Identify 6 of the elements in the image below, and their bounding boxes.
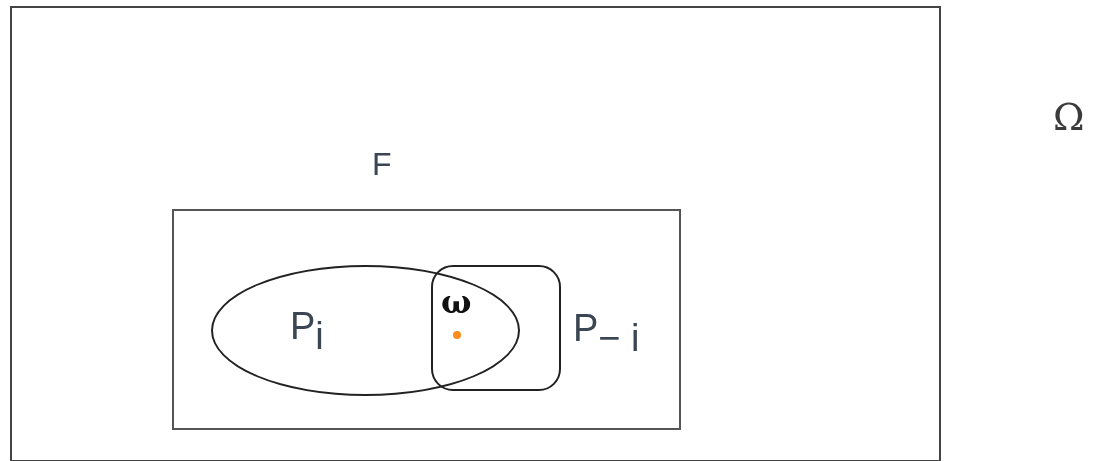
ellipse-set — [211, 265, 520, 396]
sample-space-label: Ω — [1053, 98, 1085, 136]
outer-rectangle — [10, 6, 941, 461]
set-label: F — [372, 148, 392, 180]
element-label: ω — [441, 286, 472, 318]
rectangle — [172, 209, 681, 430]
